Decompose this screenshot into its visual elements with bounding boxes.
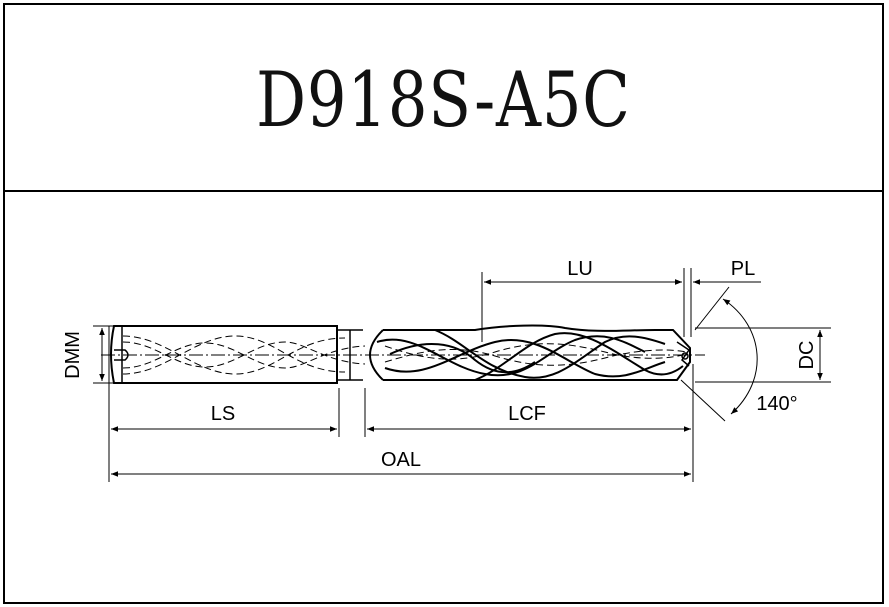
product-code-title: D918S-A5C <box>256 55 631 144</box>
title-panel: D918S-A5C <box>5 5 882 192</box>
fluted-body <box>369 324 691 381</box>
dc-label: DC <box>796 341 818 370</box>
point-angle-label: 140° <box>756 393 797 415</box>
extension-lines <box>93 268 831 482</box>
coolant-channels <box>122 335 366 375</box>
drawing-frame: D918S-A5C <box>3 3 884 604</box>
flute-hidden-lines <box>384 343 688 366</box>
pl-label: PL <box>731 258 755 280</box>
lcf-label: LCF <box>508 403 546 425</box>
drawing-panel: LU PL DMM DC LS LCF OAL 140° <box>5 192 882 602</box>
dimension-lines <box>99 279 823 477</box>
drill-drawing: LU PL DMM DC LS LCF OAL 140° <box>62 258 831 482</box>
shank <box>110 325 363 384</box>
dmm-label: DMM <box>62 331 84 379</box>
ls-label: LS <box>211 403 235 425</box>
drill-point <box>676 341 691 367</box>
lu-label: LU <box>567 258 593 280</box>
oal-label: OAL <box>381 449 421 471</box>
